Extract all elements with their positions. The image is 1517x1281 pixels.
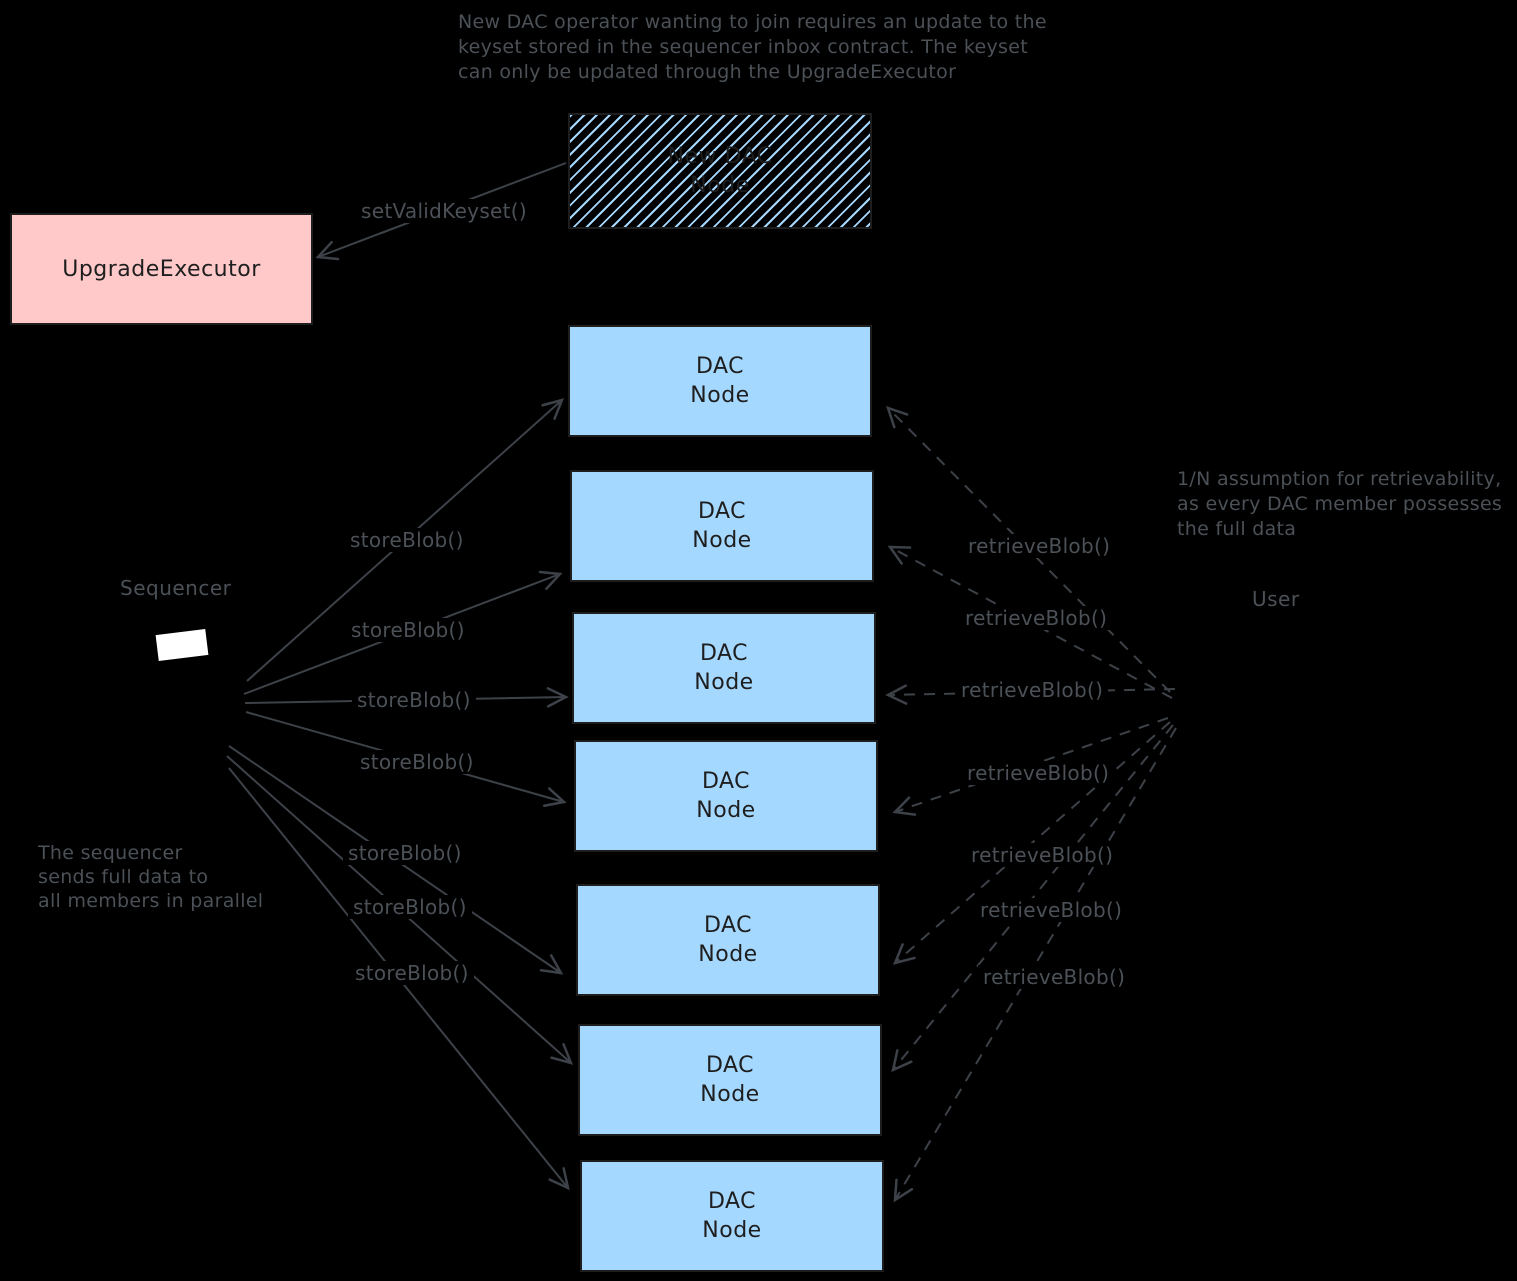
dac-node-box: DAC Node — [568, 325, 872, 437]
dac-node-box: DAC Node — [580, 1160, 884, 1272]
sequencer-label: Sequencer — [120, 576, 232, 600]
note-line: The sequencer — [38, 842, 183, 864]
note-line: New DAC operator wanting to join require… — [458, 11, 1047, 33]
dac-node-label: DAC — [701, 769, 751, 794]
note-line: can only be updated through the UpgradeE… — [458, 61, 957, 83]
note-parallel-send: The sequencer sends full data to all mem… — [38, 841, 263, 913]
dac-node-label: DAC — [695, 354, 745, 379]
store-blob-label: storeBlob() — [345, 528, 469, 552]
retrieve-blob-label: retrieveBlob() — [966, 843, 1119, 867]
retrieve-blob-arrow — [891, 724, 1174, 1073]
dac-node-box: DAC Node — [572, 612, 876, 724]
store-blob-label: storeBlob() — [350, 961, 474, 985]
store-blob-label: storeBlob() — [343, 841, 467, 865]
dac-node-label: DAC — [699, 641, 749, 666]
retrieve-blob-label: retrieveBlob() — [962, 761, 1115, 785]
retrieve-blob-label: retrieveBlob() — [960, 606, 1113, 630]
retrieve-blob-label: retrieveBlob() — [975, 898, 1128, 922]
retrieve-blob-label: retrieveBlob() — [956, 678, 1109, 702]
dac-node-box: DAC Node — [576, 884, 880, 996]
set-valid-keyset-label: setValidKeyset() — [356, 199, 532, 223]
dac-node-box: DAC Node — [578, 1024, 882, 1136]
note-line: as every DAC member possesses — [1177, 493, 1503, 515]
note-line: the full data — [1177, 518, 1297, 540]
dac-node-label: Node — [698, 942, 758, 967]
new-dac-node-label: Node — [690, 173, 750, 198]
dac-node-label: Node — [694, 670, 754, 695]
store-blob-label: storeBlob() — [348, 895, 472, 919]
retrieve-blob-arrow — [892, 721, 1171, 965]
note-line: sends full data to — [38, 866, 209, 888]
note-line: keyset stored in the sequencer inbox con… — [458, 36, 1028, 58]
dac-node-label: Node — [700, 1082, 760, 1107]
dac-node-label: DAC — [705, 1053, 755, 1078]
retrieve-blob-label: retrieveBlob() — [978, 965, 1131, 989]
dac-node-label: Node — [702, 1218, 762, 1243]
note-retrievability: 1/N assumption for retrievability, as ev… — [1177, 467, 1502, 542]
upgrade-executor-label: UpgradeExecutor — [62, 256, 261, 282]
store-blob-label: storeBlob() — [352, 688, 476, 712]
store-blob-label: storeBlob() — [355, 750, 479, 774]
dac-node-label: Node — [690, 383, 750, 408]
dac-node-label: DAC — [697, 499, 747, 524]
dac-node-box: DAC Node — [574, 740, 878, 852]
dac-node-box: DAC Node — [570, 470, 874, 582]
note-new-dac-operator: New DAC operator wanting to join require… — [458, 10, 1047, 85]
user-label: User — [1252, 587, 1300, 611]
upgrade-executor-box: UpgradeExecutor — [10, 213, 313, 325]
retrieve-blob-arrow — [893, 727, 1177, 1203]
store-blob-label: storeBlob() — [346, 618, 470, 642]
retrieve-blob-label: retrieveBlob() — [963, 534, 1116, 558]
new-dac-node-label: New DAC — [667, 144, 773, 169]
dac-node-label: DAC — [703, 913, 753, 938]
note-line: all members in parallel — [38, 890, 264, 912]
retrieve-blob-arrow — [887, 545, 1173, 699]
new-dac-node-box: New DAC Node — [568, 113, 872, 229]
dac-node-label: Node — [696, 798, 756, 823]
dac-node-label: Node — [692, 528, 752, 553]
note-line: 1/N assumption for retrievability, — [1177, 468, 1502, 490]
dac-node-label: DAC — [707, 1189, 757, 1214]
